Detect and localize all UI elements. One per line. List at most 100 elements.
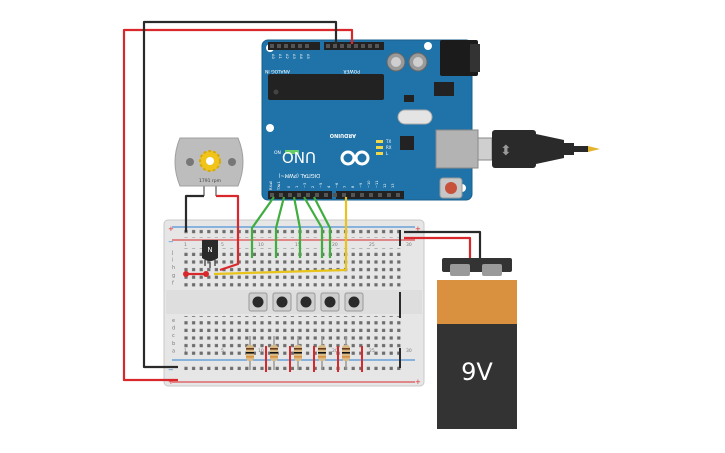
digital-header-label: DIGITAL (PWM~) <box>278 172 320 178</box>
rail-plus-label-right: + <box>415 225 421 233</box>
uno-label: UNO <box>282 148 316 166</box>
column-number: 25 <box>369 242 375 248</box>
push-button[interactable] <box>320 292 340 312</box>
push-button[interactable] <box>248 292 268 312</box>
row-letter: j <box>171 250 173 256</box>
push-button[interactable] <box>272 292 292 312</box>
on-led <box>285 150 299 154</box>
row-letter: d <box>172 326 175 332</box>
dc-motor[interactable]: 1791 rpm <box>174 137 244 196</box>
push-buttons <box>248 292 364 312</box>
digital-pin-label: 1 <box>295 186 299 188</box>
wire-green-4 <box>303 196 324 258</box>
row-letter: c <box>172 333 175 339</box>
digital-pin-label: ~3 <box>303 183 307 188</box>
digital-header-pin[interactable] <box>270 193 274 197</box>
npn-transistor[interactable]: N <box>202 240 218 268</box>
column-number: 30 <box>406 242 412 248</box>
analog-pin-label: A3 <box>292 54 296 59</box>
digital-header-pin[interactable] <box>360 193 364 197</box>
digital-pin-label: ~5 <box>319 183 323 188</box>
digital-header-pin[interactable] <box>387 193 391 197</box>
row-letter: f <box>172 280 174 286</box>
digital-header-pin[interactable] <box>378 193 382 197</box>
resistor[interactable] <box>270 336 291 372</box>
digital-pin-label: ~11 <box>375 180 379 188</box>
battery-voltage-label: 9V <box>461 358 493 386</box>
wire-battery-red <box>404 236 472 262</box>
digital-header-pin[interactable] <box>369 193 373 197</box>
column-number: 25 <box>369 348 375 354</box>
reset-button[interactable] <box>445 182 457 194</box>
battery-body <box>437 324 517 429</box>
analog-pin-label: A2 <box>285 54 289 59</box>
arduino-brand-label: ARDUINO <box>330 132 356 138</box>
digital-header-pin[interactable] <box>324 193 328 197</box>
analog-in-header-label: ANALOG IN <box>265 68 290 74</box>
column-number: 20 <box>332 348 338 354</box>
digital-header-pin[interactable] <box>288 193 292 197</box>
push-button[interactable] <box>344 292 364 312</box>
column-number: 15 <box>295 242 301 248</box>
digital-pin-label: 7 <box>343 186 347 188</box>
digital-header-pin[interactable] <box>315 193 319 197</box>
column-number: 10 <box>258 348 264 354</box>
wires <box>122 20 482 382</box>
column-number: 20 <box>332 242 338 248</box>
analog-pin-label: A5 <box>306 54 310 59</box>
column-number: 1 <box>184 242 187 248</box>
digital-pin-label: 0 <box>287 185 291 188</box>
wire-green-1 <box>250 196 275 258</box>
digital-pin-label: 8 <box>351 185 355 188</box>
atmega-chip <box>268 74 384 100</box>
digital-header-pin[interactable] <box>306 193 310 197</box>
rail-plus-label-bottom: + <box>168 378 174 386</box>
usb-cable: ⬍ <box>477 130 600 168</box>
battery-9v[interactable]: 9V <box>437 258 517 429</box>
resistor[interactable] <box>342 336 363 372</box>
wire-green-3 <box>292 196 302 258</box>
digital-header-pin[interactable] <box>396 193 400 197</box>
rx-led-label: RX <box>386 145 392 150</box>
resistor[interactable] <box>246 336 267 372</box>
row-letter: b <box>172 341 175 347</box>
usb-symbol-icon: ⬍ <box>500 143 512 159</box>
wire-yellow <box>213 197 348 276</box>
digital-header-pin[interactable] <box>279 193 283 197</box>
row-letter: a <box>172 348 175 354</box>
digital-header-pin[interactable] <box>351 193 355 197</box>
column-number: 5 <box>221 242 224 248</box>
rail-plus-label-right-bottom: + <box>415 378 421 386</box>
digital-pin-label: 2 <box>311 186 315 188</box>
wire-battery-black <box>404 230 482 262</box>
analog-pin-label: A1 <box>278 54 282 59</box>
digital-header-pin[interactable] <box>297 193 301 197</box>
analog-pin-label: A0 <box>271 54 275 59</box>
rail-minus-label-bottom: − <box>168 366 174 374</box>
digital-pin-label: ~9 <box>359 182 363 188</box>
usb-port <box>435 129 479 169</box>
digital-header-pin[interactable] <box>342 193 346 197</box>
resistor[interactable] <box>318 336 339 372</box>
row-letter: e <box>172 318 175 324</box>
on-led-label: ON <box>274 150 281 156</box>
digital-pin-label: 4 <box>327 185 331 188</box>
digital-pin-label: ~10 <box>367 180 371 188</box>
analog-pin-label: A4 <box>299 54 303 59</box>
battery-top-band <box>437 280 517 326</box>
resistor[interactable] <box>294 336 315 372</box>
tx-led-label: TX <box>385 139 391 144</box>
wire-motor-black <box>184 194 204 232</box>
digital-pin-label: 13 <box>391 183 395 188</box>
digital-header-pin[interactable] <box>333 193 337 197</box>
wire-green-2 <box>274 196 286 258</box>
digital-pin-label: ~6 <box>335 182 339 188</box>
resistors <box>246 336 363 372</box>
row-letter: i <box>172 258 173 264</box>
rail-plus-label: + <box>168 225 174 233</box>
push-button[interactable] <box>296 292 316 312</box>
